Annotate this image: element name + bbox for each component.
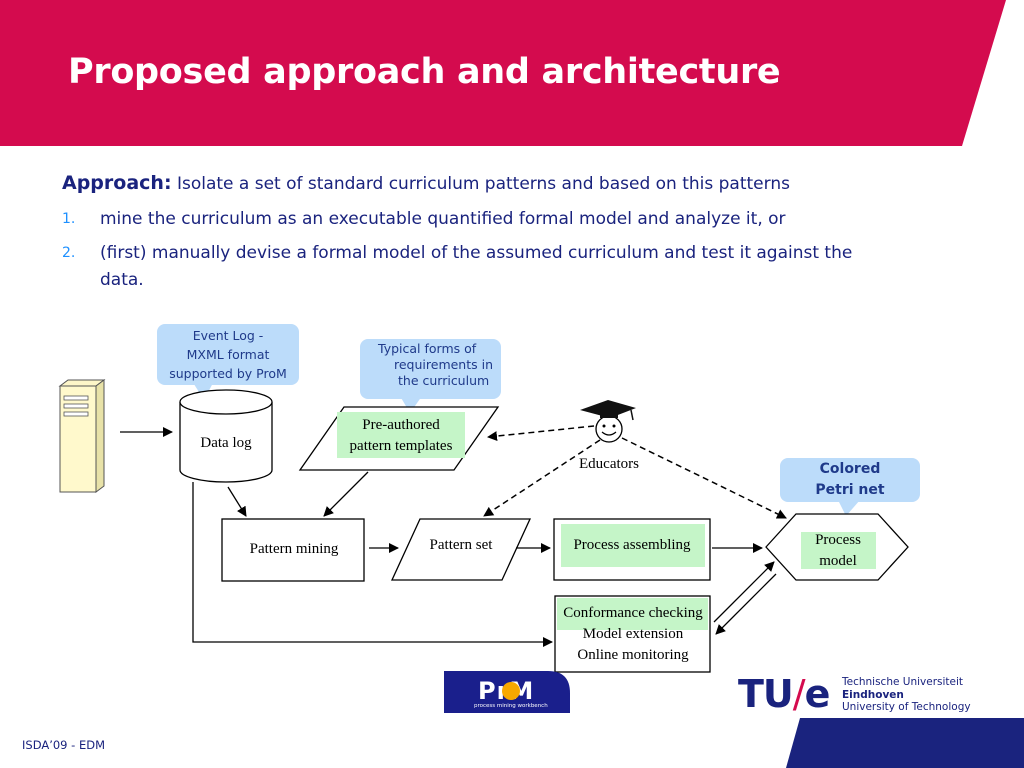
- callout-event-log-line-3: supported by ProM: [169, 366, 287, 381]
- pre-authored-line-2: pattern templates: [349, 438, 453, 454]
- process-model-highlight: [801, 532, 876, 569]
- callout-typical-forms-line-3: the curriculum: [398, 373, 490, 388]
- prom-logo: PrM process mining workbench: [444, 671, 570, 713]
- approach-text: Isolate a set of standard curriculum pat…: [176, 174, 790, 194]
- data-log-label: Data log: [200, 435, 252, 451]
- callout-typical-forms-line-2: requirements in: [394, 357, 494, 372]
- step-1-text: mine the curriculum as an executable qua…: [100, 209, 786, 229]
- process-assembling-highlight: [561, 524, 705, 567]
- educator-icon: [580, 400, 636, 443]
- data-log-cylinder: [179, 389, 273, 483]
- prom-logo-dot: [502, 682, 520, 700]
- tue-name-line-2: Eindhoven: [842, 689, 904, 701]
- pre-authored-label: Pre-authored pattern templates: [330, 415, 472, 457]
- callout-typical-forms-line-1: Typical forms of: [378, 341, 477, 356]
- tue-logo: TU/e Technische Universiteit Eindhoven U…: [738, 670, 978, 722]
- tue-name-line-3: University of Technology: [842, 701, 971, 713]
- pattern-mining-label: Pattern mining: [249, 541, 339, 557]
- prom-tagline: process mining workbench: [474, 703, 548, 709]
- approach-lead: Approach:: [62, 172, 172, 194]
- server-icon: [58, 379, 106, 493]
- educators-label: Educators: [579, 456, 639, 472]
- callout-typical-forms: Typical forms of requirements in the cur…: [360, 339, 501, 399]
- callout-colored-line-2: Petri net: [815, 482, 885, 498]
- pre-authored-line-1: Pre-authored: [362, 417, 440, 433]
- pattern-set-shape: [390, 518, 532, 581]
- process-model-line-2: model: [819, 553, 857, 569]
- process-assembling-label: Process assembling: [573, 537, 691, 553]
- callout-event-log: Event Log - MXML format supported by Pro…: [157, 324, 299, 385]
- footer-text: ISDA’09 - EDM: [22, 738, 106, 752]
- tue-name-line-1: Technische Universiteit: [842, 676, 964, 688]
- pattern-set-label: Pattern set: [429, 537, 493, 553]
- tue-mark: TU/e: [738, 672, 830, 716]
- pattern-mining-box: [221, 518, 365, 582]
- callout-event-log-line-2: MXML format: [186, 347, 270, 362]
- online-monitoring-label: Online monitoring: [577, 647, 689, 663]
- callout-colored-petri-net: Colored Petri net: [780, 458, 920, 502]
- conformance-checking-label: Conformance checking: [563, 605, 703, 621]
- step-2-text: (first) manually devise a formal model o…: [100, 243, 853, 290]
- header-band: [0, 0, 1006, 146]
- model-extension-label: Model extension: [582, 626, 684, 642]
- process-model-label: Process model: [798, 530, 878, 572]
- process-model-line-1: Process: [815, 532, 861, 548]
- step-1-number: 1.: [62, 211, 76, 227]
- approach-line: Approach: Isolate a set of standard curr…: [62, 170, 790, 197]
- step-2-number: 2.: [62, 245, 76, 261]
- slide-title: Proposed approach and architecture: [68, 52, 781, 92]
- pre-authored-highlight: [337, 412, 465, 458]
- callout-colored-line-1: Colored: [819, 461, 881, 477]
- callout-event-log-line-1: Event Log -: [192, 328, 264, 343]
- conformance-highlight: [557, 598, 708, 630]
